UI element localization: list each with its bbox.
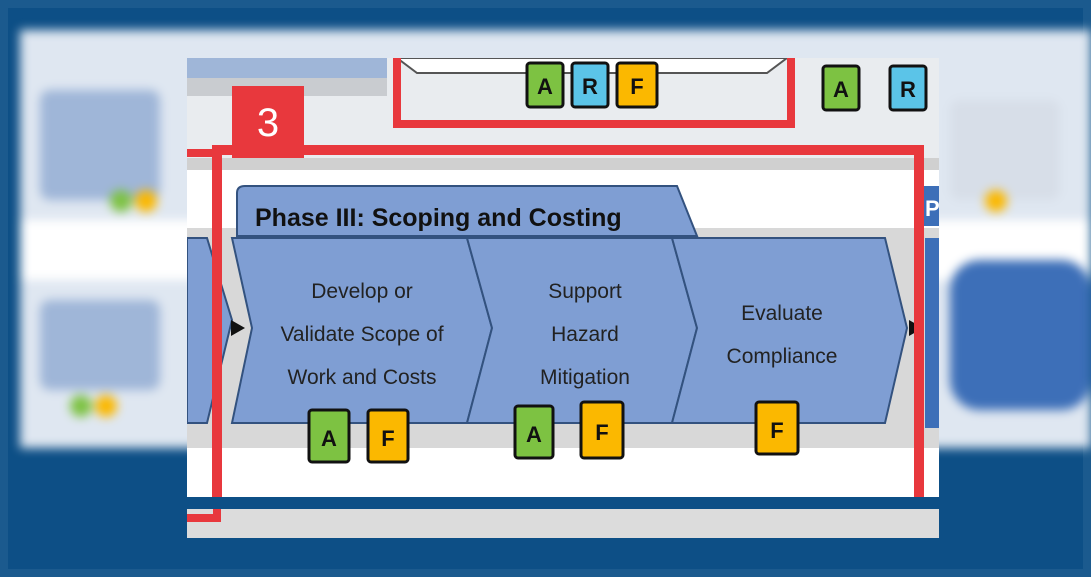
- bg-dot: [110, 190, 132, 212]
- tag-F: F: [754, 400, 800, 456]
- step-2-line-2: Hazard: [551, 323, 619, 346]
- bg-dot: [985, 190, 1007, 212]
- svg-text:R: R: [582, 74, 598, 99]
- step-1-line-1: Develop or: [311, 280, 413, 303]
- svg-text:F: F: [381, 426, 394, 451]
- bg-blue-shape: [950, 260, 1091, 410]
- flow-arrow-icon: [231, 320, 245, 336]
- step-chevron-3: [670, 237, 909, 424]
- phase-title: Phase III: Scoping and Costing: [255, 204, 622, 232]
- svg-text:F: F: [770, 418, 783, 443]
- next-phase-partial-label: P: [925, 196, 939, 221]
- step-2-line-3: Mitigation: [540, 366, 630, 389]
- highlight-callouts: 3: [187, 58, 924, 522]
- svg-text:F: F: [630, 74, 643, 99]
- callout-number: 3: [257, 101, 279, 145]
- svg-text:F: F: [595, 420, 608, 445]
- bg-dot: [135, 190, 157, 212]
- tag-R: R: [888, 64, 928, 112]
- svg-text:A: A: [526, 422, 542, 447]
- bg-step-shape: [40, 300, 160, 390]
- bg-step-shape: [40, 90, 160, 200]
- process-chevrons: [187, 237, 923, 424]
- tag-F: F: [366, 408, 410, 464]
- zoomed-diagram-panel: Phase III: Scoping and Costing P Develop…: [187, 58, 939, 538]
- tag-F: F: [579, 400, 625, 460]
- step-3-line-1: Evaluate: [741, 302, 823, 325]
- role-tags: A R F A R A F A: [307, 61, 928, 464]
- tag-A: A: [821, 64, 861, 112]
- phase-tab-label-layer: Phase III: Scoping and Costing P: [255, 196, 939, 232]
- step-2-line-1: Support: [548, 280, 622, 303]
- bg-dot: [70, 395, 92, 417]
- svg-text:A: A: [833, 77, 849, 102]
- tag-A: A: [513, 404, 555, 460]
- svg-text:A: A: [321, 426, 337, 451]
- tag-R: R: [570, 61, 610, 109]
- step-labels: Develop or Validate Scope of Work and Co…: [280, 280, 838, 389]
- step-3-line-2: Compliance: [727, 345, 838, 368]
- step-1-line-3: Work and Costs: [288, 366, 437, 389]
- phase-tab: [236, 185, 699, 237]
- callout-number-badge: [232, 86, 304, 158]
- step-1-line-2: Validate Scope of: [280, 323, 443, 346]
- tag-F: F: [615, 61, 659, 109]
- bg-dot: [95, 395, 117, 417]
- callout-box: [212, 145, 924, 507]
- svg-text:A: A: [537, 74, 553, 99]
- zoom-panel-bottom-band: [187, 497, 939, 509]
- tag-A: A: [307, 408, 351, 464]
- tag-A: A: [525, 61, 565, 109]
- bg-step-shape: [950, 100, 1060, 200]
- svg-text:R: R: [900, 77, 916, 102]
